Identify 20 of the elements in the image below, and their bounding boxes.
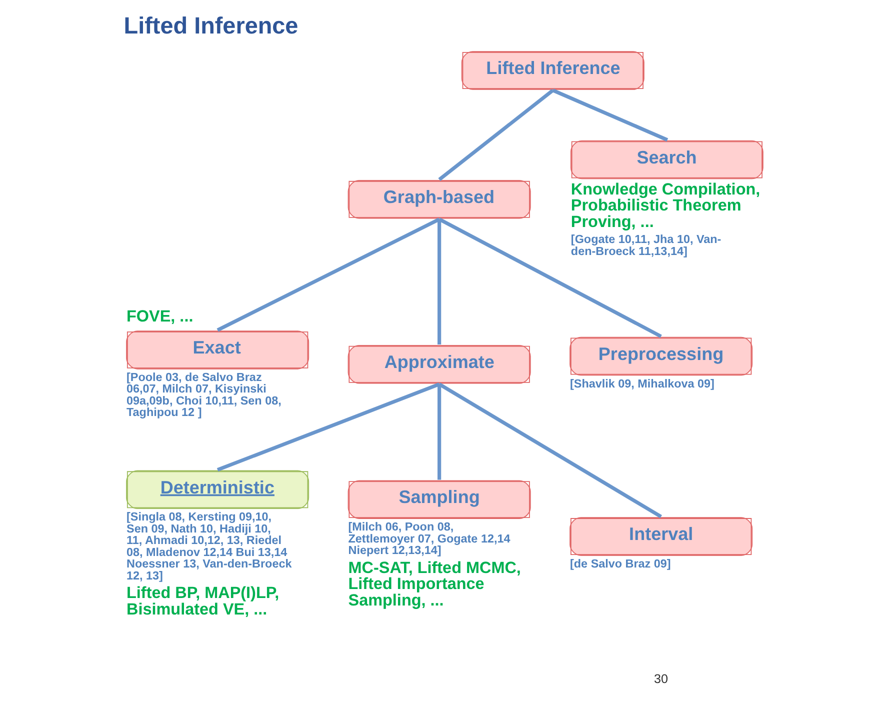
node-label: Lifted BP, MAP(I)LP, Bisimulated VE, ... (126, 584, 279, 618)
label: 30 (654, 672, 668, 686)
node-label: [Poole 03, de Salvo Braz 06,07, Milch 07, Kisyinski 09a,09b, Choi 10,11, Sen 08, Taghipou 12 ] (126, 370, 281, 420)
node-label: [Shavlik 09, Mihalkova 09] (570, 377, 714, 390)
connector (216, 218, 440, 332)
connector (438, 218, 662, 338)
connector (438, 88, 554, 181)
connector (437, 219, 441, 345)
node-label: [Gogate 10,11, Jha 10, Van-den-Broeck 11,13,14] (570, 233, 721, 258)
node-label: Knowledge Compilation, Probabilistic Theorem Proving, ... (570, 180, 760, 231)
node-label: [Singla 08, Kersting 09,10, Sen 09, Nath 10, Hadiji 10, 11, Ahmadi 10,12, 13, Riedel 08, Mladenov 12,14 Bui 13,14 Noessner 13, Van-den-Broeck 12, 13] (126, 510, 292, 582)
connector (552, 88, 668, 142)
node-label: [de Salvo Braz 09] (570, 558, 670, 571)
connector (437, 384, 441, 480)
connector (438, 382, 662, 518)
node-label: MC-SAT, Lifted MCMC, Lifted Importance Sampling, ... (348, 558, 520, 610)
node-label: FOVE, ... (126, 307, 193, 326)
node-label: [Milch 06, Poon 08, Zettlemoyer 07, Gogate 12,14 Niepert 12,13,14] (348, 520, 510, 558)
diagram-title: Lifted Inference (123, 12, 298, 38)
connector (216, 382, 440, 472)
